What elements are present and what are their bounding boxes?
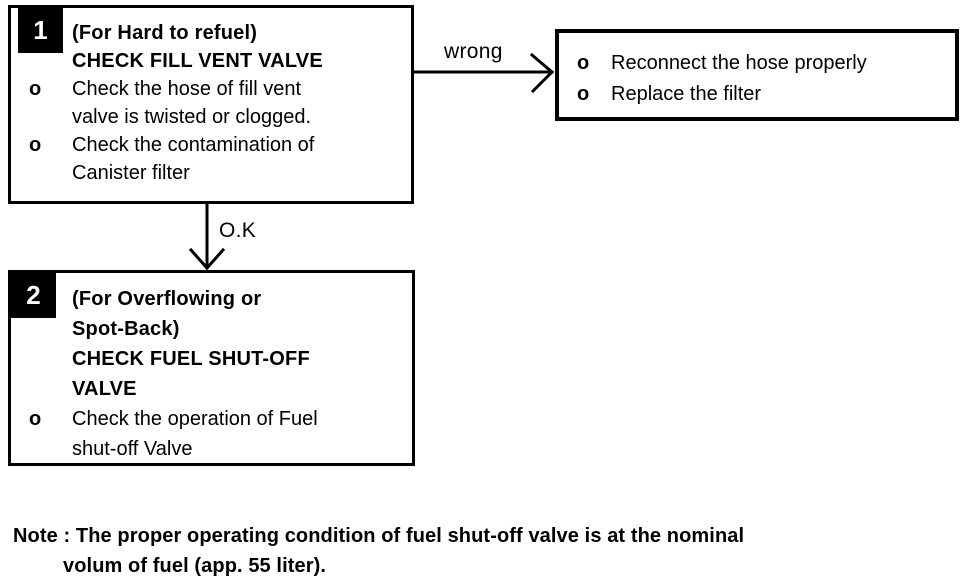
step2-content: (For Overflowing or Spot-Back) CHECK FUE… (11, 273, 412, 463)
step2-title-line4: VALVE (72, 378, 137, 400)
step1-bullet-2-line2: Canister filter (72, 162, 190, 184)
result-bullet-1: o Reconnect the hose properly (559, 48, 949, 79)
wrong-arrow-label: wrong (444, 40, 503, 63)
ok-arrow-label: O.K (219, 219, 257, 242)
note-line2: volum of fuel (app. 55 liter). (63, 555, 327, 577)
bullet-marker: o (577, 83, 590, 105)
step1-bullet-1: o Check the hose of fill vent valve is t… (11, 75, 405, 131)
step1-bullet-2-line1: Check the contamination of (72, 134, 315, 156)
bullet-marker: o (29, 134, 42, 156)
note-text: Note : The proper operating condition of… (13, 521, 744, 581)
step1-bullet-2: o Check the contamination of Canister fi… (11, 131, 405, 187)
result-bullet-1-text: Reconnect the hose properly (611, 52, 867, 74)
step2-box: 2 (For Overflowing or Spot-Back) CHECK F… (8, 270, 415, 466)
step2-bullet-1-line2: shut-off Valve (72, 438, 193, 460)
step2-title-line2: Spot-Back) (72, 318, 180, 340)
step1-bullet-1-text: Check the hose of fill vent valve is twi… (72, 75, 405, 131)
bullet-marker: o (29, 78, 42, 100)
wrong-result-box: o Reconnect the hose properly o Replace … (555, 29, 959, 121)
result-bullet-2-text: Replace the filter (611, 83, 762, 105)
step2-number-badge: 2 (11, 272, 56, 318)
step1-bullet-1-line2: valve is twisted or clogged. (72, 106, 312, 128)
step1-title-line1: (For Hard to refuel) (72, 22, 258, 44)
step2-bullet-1-text: Check the operation of Fuel shut-off Val… (72, 404, 406, 464)
step1-bullet-2-text: Check the contamination of Canister filt… (72, 131, 405, 187)
bullet-marker: o (577, 52, 590, 74)
wrong-result-content: o Reconnect the hose properly o Replace … (559, 33, 955, 117)
step2-title: (For Overflowing or Spot-Back) CHECK FUE… (72, 284, 406, 404)
step1-content: (For Hard to refuel) CHECK FILL VENT VAL… (11, 8, 411, 201)
step1-box: 1 (For Hard to refuel) CHECK FILL VENT V… (8, 5, 414, 204)
step2-bullet-1: o Check the operation of Fuel shut-off V… (11, 404, 406, 464)
step2-title-line3: CHECK FUEL SHUT-OFF (72, 348, 310, 370)
result-bullet-2: o Replace the filter (559, 79, 949, 110)
step2-bullet-1-line1: Check the operation of Fuel (72, 408, 318, 430)
note-line1: Note : The proper operating condition of… (13, 525, 745, 547)
step1-title: (For Hard to refuel) CHECK FILL VENT VAL… (72, 19, 405, 75)
bullet-marker: o (29, 408, 42, 430)
step1-number-badge: 1 (18, 7, 63, 53)
step1-title-line2: CHECK FILL VENT VALVE (72, 50, 323, 72)
step1-bullet-1-line1: Check the hose of fill vent (72, 78, 302, 100)
step2-title-line1: (For Overflowing or (72, 288, 262, 310)
